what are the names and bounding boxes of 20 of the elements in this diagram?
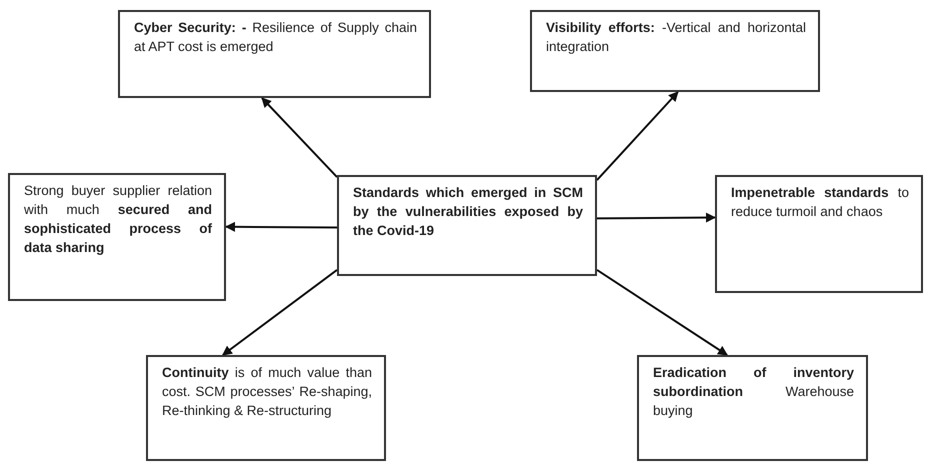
text-box: [118, 10, 431, 98]
box-text: Eradication of inventory subordination Warehouse buying: [653, 364, 854, 420]
box-text: Strong buyer supplier relation with much secured and sophisticated process of data sharing: [24, 182, 212, 257]
arrow: [597, 212, 716, 223]
text-box: [530, 10, 820, 92]
arrow: [596, 91, 679, 181]
box-text: Impenetrable standards to reduce turmoil and chaos: [731, 184, 909, 221]
text-box: [337, 175, 597, 276]
arrow: [261, 97, 338, 178]
text-box: [715, 175, 923, 293]
box-text: Visibility efforts: -Vertical and horizontal integration: [546, 19, 806, 56]
arrow: [225, 222, 337, 232]
text-box: [146, 355, 386, 461]
text-box: [637, 355, 868, 461]
arrow: [596, 269, 728, 356]
text-box: [8, 173, 226, 301]
box-text: Standards which emerged in SCM by the vulnerabilities exposed by the Covid-19: [353, 184, 583, 240]
arrow: [222, 269, 338, 356]
box-text: Continuity is of much value than cost. SCM processes’ Re-shaping, Re-thinking & Re-structuring: [162, 364, 372, 420]
box-text: Cyber Security: - Resilience of Supply chain at APT cost is emerged: [134, 19, 417, 56]
